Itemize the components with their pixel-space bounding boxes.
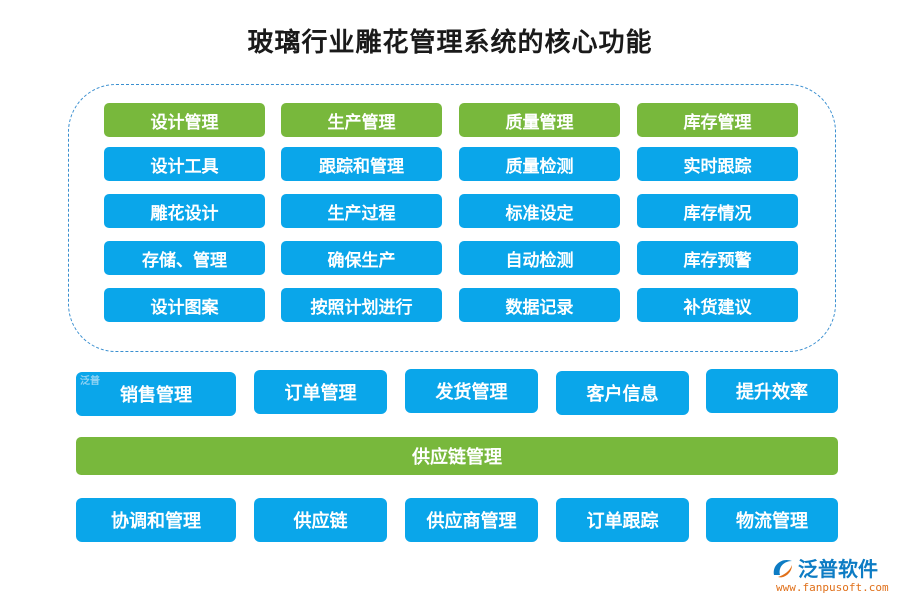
design-item: 设计工具 [104,147,265,181]
design-item: 雕花设计 [104,194,265,228]
watermark-logo: 泛普 [80,376,100,387]
header-design-management: 设计管理 [104,103,265,137]
brand-swirl-icon [773,559,792,578]
efficiency-box: 提升效率 [706,369,838,413]
diagram-title: 玻璃行业雕花管理系统的核心功能 [247,28,653,58]
core-functions-frame [68,84,836,352]
supplier-management-box: 供应商管理 [405,498,538,542]
header-inventory-management: 库存管理 [637,103,798,137]
design-item: 设计图案 [104,288,265,322]
coordination-box: 协调和管理 [76,498,236,542]
quality-item: 自动检测 [459,241,620,275]
header-production-management: 生产管理 [281,103,442,137]
header-quality-management: 质量管理 [459,103,620,137]
shipping-management-box: 发货管理 [405,369,538,413]
production-item: 生产过程 [281,194,442,228]
supply-chain-bar: 供应链管理 [76,437,838,475]
brand-url: www.fanpusoft.com [776,581,889,594]
customer-info-box: 客户信息 [556,371,689,415]
logistics-box: 物流管理 [706,498,838,542]
quality-item: 数据记录 [459,288,620,322]
inventory-item: 实时跟踪 [637,147,798,181]
order-tracking-box: 订单跟踪 [556,498,689,542]
quality-item: 质量检测 [459,147,620,181]
inventory-item: 补货建议 [637,288,798,322]
brand-logo: 泛普软件 www.fanpusoft.com [770,553,894,597]
production-item: 按照计划进行 [281,288,442,322]
inventory-item: 库存预警 [637,241,798,275]
supply-chain-box: 供应链 [254,498,387,542]
quality-item: 标准设定 [459,194,620,228]
design-item: 存储、管理 [104,241,265,275]
order-management-box: 订单管理 [254,370,387,414]
inventory-item: 库存情况 [637,194,798,228]
sales-management-box: 销售管理 [76,372,236,416]
production-item: 跟踪和管理 [281,147,442,181]
production-item: 确保生产 [281,241,442,275]
brand-name: 泛普软件 [798,557,878,581]
